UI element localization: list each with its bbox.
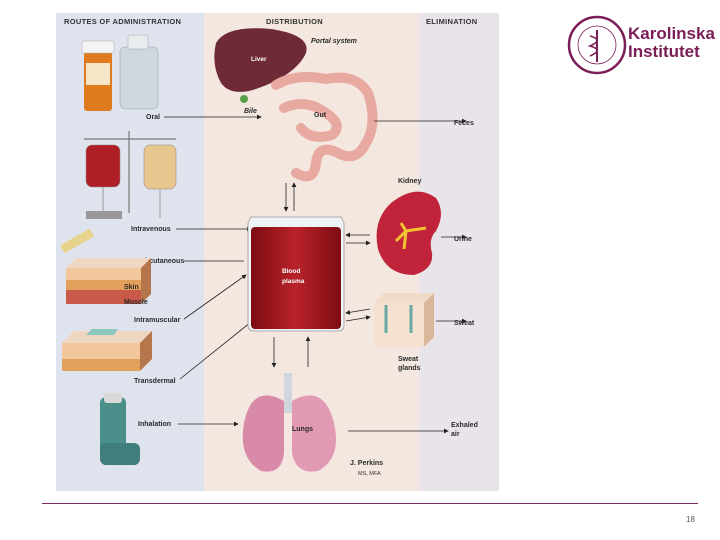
bile-label: Bile xyxy=(244,108,257,115)
subcutaneous-label: Subcutaneous xyxy=(136,258,184,265)
intravenous-label: Intravenous xyxy=(131,226,171,233)
intramuscular-label: Intramuscular xyxy=(134,317,181,324)
kidney-label: Kidney xyxy=(398,178,421,185)
sweat-glands-label-line2: glands xyxy=(398,365,421,372)
elimination-header: ELIMINATION xyxy=(426,17,478,26)
blood-plasma-label-line2: plasma xyxy=(282,278,305,285)
transdermal-arrow xyxy=(179,317,257,380)
pharmacokinetics-diagram: ROUTES OF ADMINISTRATION DISTRIBUTION EL… xyxy=(56,13,499,491)
gut-icon xyxy=(271,72,378,182)
portal-system-label: Portal system xyxy=(311,38,357,45)
elimination-panel xyxy=(419,13,499,491)
inhalation-label: Inhalation xyxy=(138,421,171,428)
blood-to-sweat-arrow xyxy=(345,315,371,322)
distribution-header: DISTRIBUTION xyxy=(266,17,323,26)
skin-muscle-block xyxy=(66,258,151,304)
pill-bottles-icon xyxy=(81,34,159,111)
lungs-icon xyxy=(242,373,336,472)
sweat-gland-icon xyxy=(374,293,434,347)
karolinska-seal-icon xyxy=(567,15,627,75)
transdermal-label: Transdermal xyxy=(134,378,176,385)
blood-plasma-label-line1: Blood xyxy=(282,268,300,275)
iv-bag-icon xyxy=(84,131,177,219)
syringe-icon xyxy=(60,229,94,253)
transdermal-patch-icon xyxy=(62,329,152,371)
lungs-label: Lungs xyxy=(292,426,313,433)
inhaler-icon xyxy=(100,393,140,465)
credit-degree: MS, MFA xyxy=(358,471,381,477)
oral-label: Oral xyxy=(146,114,160,121)
routes-header: ROUTES OF ADMINISTRATION xyxy=(64,17,181,26)
logo-line2: Institutet xyxy=(628,42,700,61)
kidney-icon xyxy=(376,191,441,275)
skin-label: Skin xyxy=(124,284,139,291)
karolinska-wordmark: Karolinska Institutet xyxy=(628,25,715,61)
logo-line1: Karolinska xyxy=(628,24,715,43)
liver-label: Liver xyxy=(251,56,267,63)
sweat-to-blood-arrow xyxy=(345,308,371,315)
gallbladder-icon xyxy=(240,95,248,103)
feces-label: Feces xyxy=(454,120,474,127)
sweat-glands-label-line1: Sweat xyxy=(398,356,419,363)
exhaled-label-line2: air xyxy=(451,431,460,438)
muscle-label: Muscle xyxy=(124,299,148,306)
exhaled-label-line1: Exhaled xyxy=(451,422,478,429)
blood-plasma-beaker xyxy=(247,216,345,332)
credit-name: J. Perkins xyxy=(350,460,383,467)
intramuscular-arrow xyxy=(183,274,247,320)
sweat-label: Sweat xyxy=(454,320,475,327)
gut-label: Gut xyxy=(314,112,327,119)
page-number: 18 xyxy=(686,515,695,524)
footer-divider xyxy=(42,503,698,504)
urine-label: Urine xyxy=(454,236,472,243)
